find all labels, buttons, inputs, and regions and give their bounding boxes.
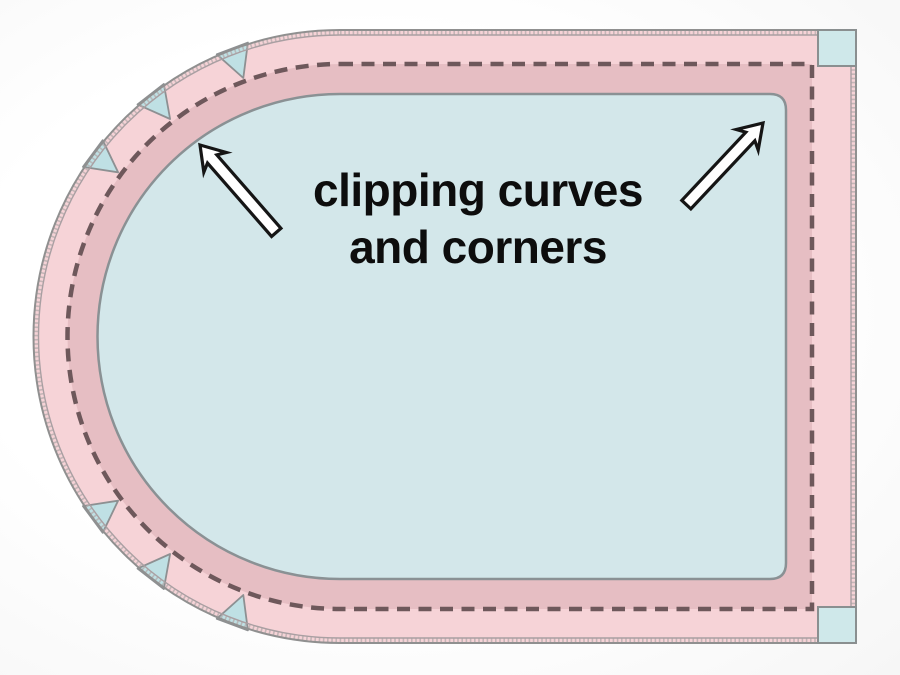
raw-edge-texture xyxy=(34,30,856,643)
arrow-up-left-icon xyxy=(198,142,284,239)
pattern-piece xyxy=(32,29,857,644)
arrow-up-right-icon xyxy=(679,120,766,212)
stitch-line xyxy=(65,61,815,612)
caption: clipping curves and corners xyxy=(313,164,643,273)
fabric-outline-outer xyxy=(32,29,857,644)
caption-line-1: clipping curves xyxy=(313,164,643,216)
corner-clip-bottom-right xyxy=(817,606,857,644)
fabric-outline-inner xyxy=(37,34,852,639)
corner-clip-top-right xyxy=(817,29,857,67)
caption-line-2: and corners xyxy=(349,221,607,273)
